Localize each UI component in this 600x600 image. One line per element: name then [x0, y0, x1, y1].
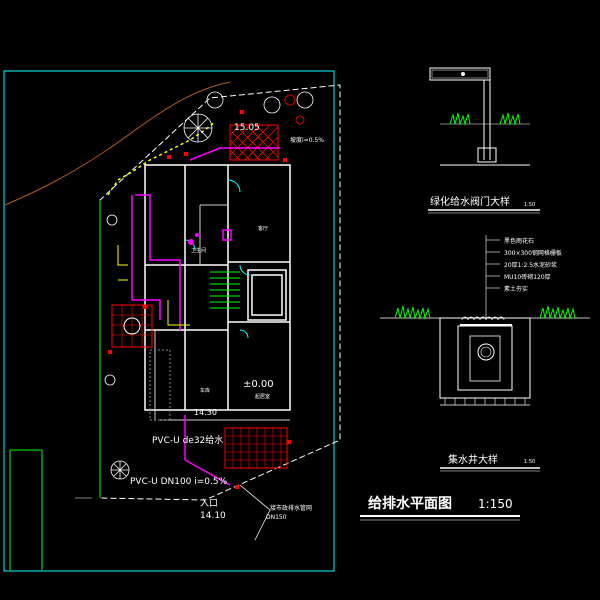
elev-entry-label: 14.10	[200, 511, 226, 521]
well-note-1: 黑色雨花石	[504, 237, 534, 245]
drawing-border	[3, 70, 335, 572]
slope-label: 坡度i=0.5%	[290, 136, 324, 144]
well-note-5: 素土夯实	[504, 285, 528, 293]
elev-lower-label: 14.30	[194, 408, 217, 417]
room-garage-label: 车库	[200, 387, 210, 394]
garden-wall-lights	[107, 121, 216, 196]
well-note-3: 20厚1:2.5水泥砂浆	[504, 261, 557, 269]
outlet-label: 接市政排水管网	[270, 504, 312, 512]
well-detail-title: 集水井大样	[448, 453, 498, 466]
valve-detail-title: 绿化给水阀门大样	[430, 195, 510, 208]
building-walls	[144, 164, 291, 411]
terrain-line	[4, 81, 231, 206]
room-hall-label: 客厅	[258, 225, 268, 232]
well-detail-scale: 1:50	[524, 459, 535, 465]
pipe-supply-label: PVC-U de32给水	[152, 434, 223, 446]
room-living-label: 起居室	[255, 393, 270, 400]
trees	[104, 91, 314, 480]
valve-detail-scale: 1:50	[524, 202, 535, 208]
door-swings	[184, 179, 251, 339]
valve-detail	[429, 67, 530, 166]
walkway	[149, 349, 171, 421]
well-detail	[380, 235, 590, 406]
entry-terrace-hatch	[224, 427, 288, 469]
main-title: 给排水平面图	[368, 495, 452, 512]
supply-pipes	[131, 147, 280, 486]
room-bath-label: 卫生间	[191, 247, 206, 254]
patio-hatch	[111, 304, 153, 348]
main-scale: 1:150	[478, 497, 513, 511]
elev-main-label: ±0.00	[243, 379, 274, 390]
well-note-2: 300×300钢网格栅板	[504, 249, 562, 257]
well-note-4: MU10砖砌120厚	[504, 273, 551, 281]
elev-upper-label: 15.05	[234, 123, 260, 133]
outlet-size-label: DN150	[266, 514, 287, 521]
pipe-drain-label: PVC-U DN100 i=0.5%	[130, 477, 228, 487]
entry-label: 入口	[200, 498, 218, 509]
drain-pipes	[117, 245, 190, 326]
roof-terrace-hatch	[229, 124, 279, 161]
fixture-markers	[108, 110, 291, 489]
stair	[210, 271, 240, 309]
